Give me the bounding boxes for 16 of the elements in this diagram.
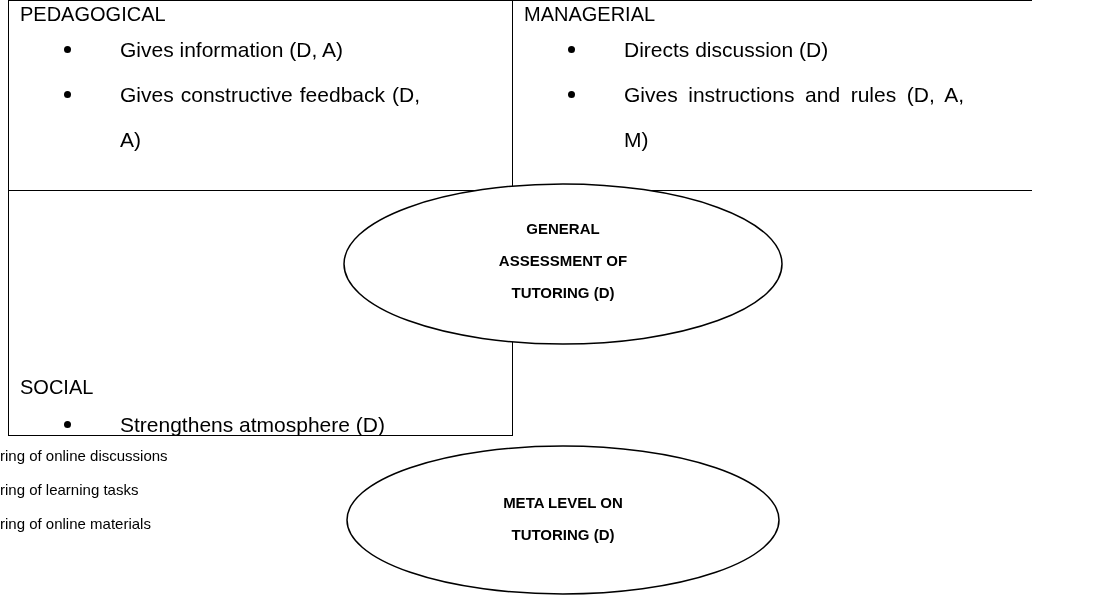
note-text: ring of online discussions [0, 446, 168, 466]
category-heading: MANAGERIAL [524, 2, 656, 26]
table-cell [8, 0, 513, 191]
bullet-text: Gives instructions and rules (D, A, M) [624, 82, 964, 153]
assessment-ellipse [346, 445, 780, 595]
bullet-text: Directs discussion (D) [624, 37, 830, 63]
assessment-ellipse [343, 183, 783, 345]
category-heading: PEDAGOGICAL [20, 2, 166, 26]
note-text: ring of learning tasks [0, 480, 139, 500]
bullet-text: Gives information (D, A) [120, 37, 344, 63]
ellipse-title: META LEVEL ON TUTORING (D) [502, 493, 624, 545]
category-heading: SOCIAL [20, 375, 94, 399]
bullet-text: Gives constructive feedback (D, A) [120, 82, 420, 153]
bullet-text: Strengthens atmosphere (D) [120, 412, 386, 438]
note-text: ring of online materials [0, 514, 151, 534]
ellipse-title: GENERAL ASSESSMENT OF TUTORING (D) [497, 219, 629, 303]
